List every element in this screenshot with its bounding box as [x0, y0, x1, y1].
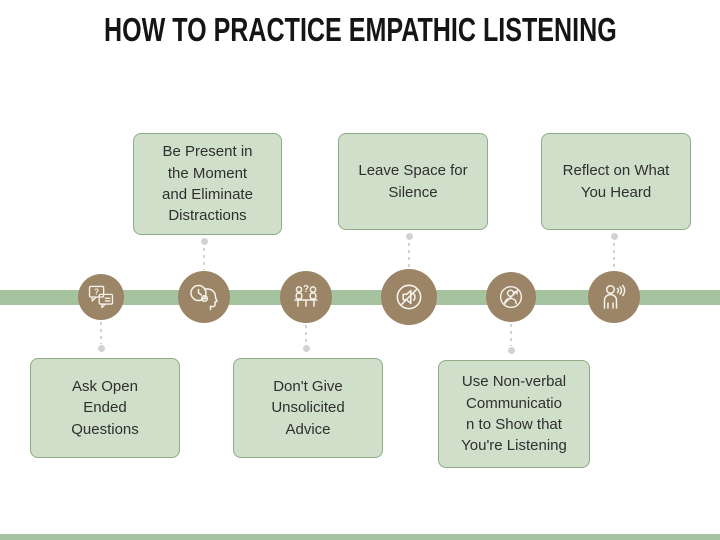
step-label: Don't Give Unsolicited Advice	[271, 378, 345, 438]
step-box: Don't Give Unsolicited Advice	[233, 358, 383, 458]
connector-dot	[200, 238, 208, 245]
connector-line	[408, 243, 410, 268]
connector-dot	[405, 233, 413, 240]
step-box: Ask Open Ended Questions	[30, 358, 180, 458]
svg-text:?: ?	[94, 288, 99, 297]
step-label: Leave Space for Silence	[358, 162, 468, 201]
connector-line	[613, 243, 615, 270]
step-label: Ask Open Ended Questions	[71, 378, 139, 438]
page-title-text: HOW TO PRACTICE EMPATHIC LISTENING	[103, 11, 617, 48]
connector-line	[305, 325, 307, 344]
muted-speaker-icon	[391, 279, 427, 315]
page-title: HOW TO PRACTICE EMPATHIC LISTENING	[0, 11, 720, 49]
svg-text:?: ?	[303, 284, 309, 295]
step-circle	[588, 271, 640, 323]
step-box: Reflect on What You Heard	[541, 133, 691, 230]
chat-question-icon: ?	[86, 282, 116, 312]
step-circle	[381, 269, 437, 325]
footer-bar	[0, 534, 720, 540]
connector-line	[100, 322, 102, 344]
connector-dot	[97, 345, 105, 352]
step-circle: ?	[280, 271, 332, 323]
connector-line	[203, 248, 205, 270]
step-circle	[486, 272, 536, 322]
head-clock-icon	[187, 280, 221, 314]
step-circle	[178, 271, 230, 323]
connector-line	[510, 324, 512, 346]
step-box: Use Non-verbal Communicatio n to Show th…	[438, 360, 590, 468]
person-listening-icon	[597, 280, 631, 314]
step-box: Be Present in the Moment and Eliminate D…	[133, 133, 282, 235]
step-box: Leave Space for Silence	[338, 133, 488, 230]
step-label: Use Non-verbal Communicatio n to Show th…	[461, 373, 567, 455]
no-talking-icon	[495, 281, 527, 313]
step-label: Reflect on What You Heard	[562, 162, 670, 201]
connector-dot	[302, 345, 310, 352]
people-discussion-icon: ?	[289, 280, 323, 314]
connector-dot	[610, 233, 618, 240]
step-circle: ?	[78, 274, 124, 320]
step-label: Be Present in the Moment and Eliminate D…	[162, 143, 253, 225]
connector-dot	[507, 347, 515, 354]
